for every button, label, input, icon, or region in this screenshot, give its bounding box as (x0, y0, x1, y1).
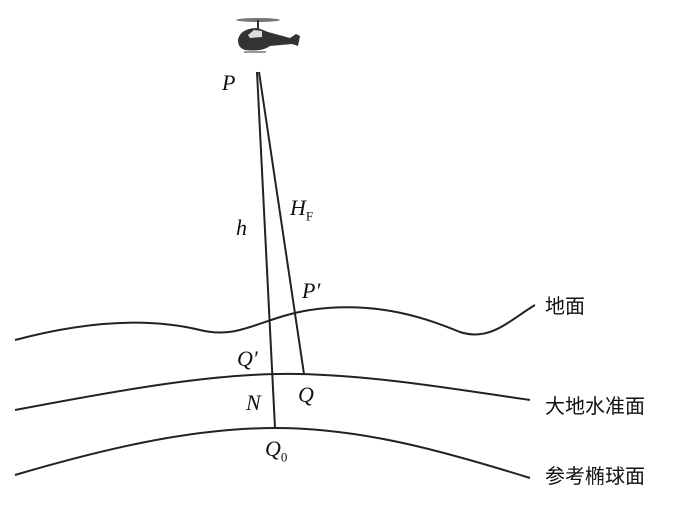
ellipsoid-curve (14, 426, 531, 479)
label-Q0: Q0 (265, 436, 287, 465)
label-geoid: 大地水准面 (545, 394, 645, 418)
label-ellipsoid: 参考椭球面 (545, 464, 645, 488)
helicopter-icon (236, 18, 300, 53)
label-HF: HF (290, 195, 313, 224)
label-Q0-sub: 0 (280, 449, 288, 465)
geoid-curve (14, 372, 531, 411)
label-h: h (236, 215, 247, 240)
label-HF-sub: F (305, 208, 314, 224)
line-h (256, 71, 276, 429)
label-N: N (246, 390, 261, 415)
line-HF (258, 71, 305, 375)
label-Q: Q (298, 382, 314, 407)
label-ground: 地面 (545, 294, 585, 318)
label-Q0-main: Q (265, 436, 281, 461)
label-P-prime: P′ (302, 278, 321, 303)
ground-curve (14, 304, 536, 341)
label-Q-prime: Q′ (237, 346, 258, 371)
label-P: P (222, 70, 236, 95)
label-HF-main: H (290, 195, 306, 220)
